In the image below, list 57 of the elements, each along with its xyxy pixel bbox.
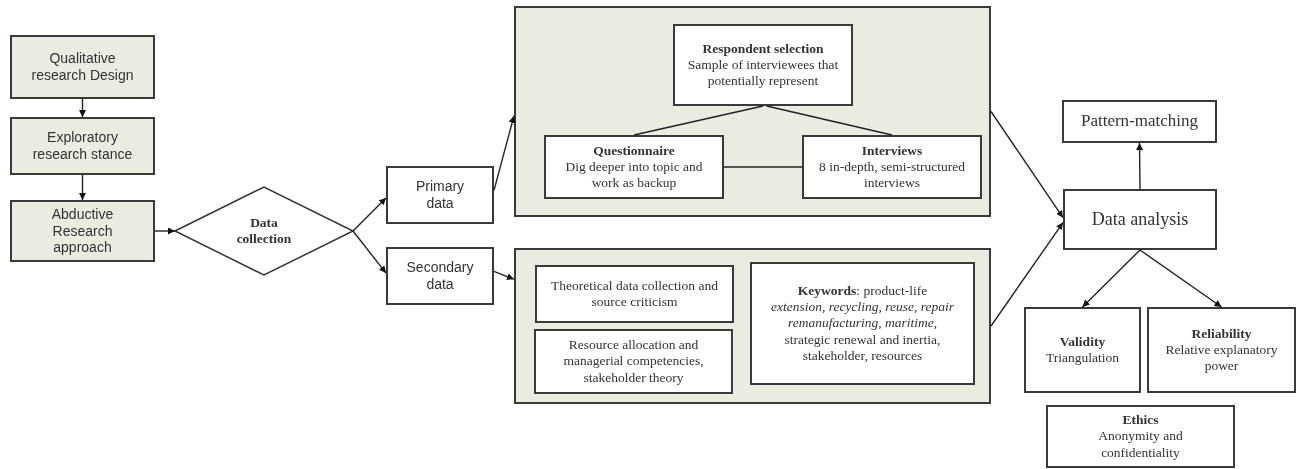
process-box: [1046, 405, 1235, 468]
node-heading: Interviews: [860, 142, 924, 159]
process-box: [1147, 307, 1296, 393]
node-text: Sample of interviewees that potentially represent: [686, 56, 840, 90]
node-text: Data collection: [235, 214, 293, 248]
arrow: [1139, 249, 1223, 308]
node-heading: Respondent selection: [701, 40, 825, 57]
process-box: [10, 200, 155, 262]
panel-box: [514, 6, 991, 217]
node-text: Anonymity and confidentiality: [1097, 428, 1184, 461]
node-text: Dig deeper into topic and work as backup: [564, 158, 704, 192]
process-box: [1024, 307, 1141, 393]
process-box: [386, 247, 494, 305]
node-text: Exploratory research stance: [31, 129, 134, 163]
connector-line: [723, 166, 803, 168]
process-box: [544, 135, 724, 199]
process-box: [534, 329, 733, 394]
process-box: [10, 35, 155, 99]
process-box: [10, 117, 155, 175]
arrow: [352, 197, 387, 232]
node-text: Abductive Research approach: [50, 205, 115, 257]
arrow: [493, 270, 515, 280]
node-text: Qualitative research Design: [30, 50, 135, 84]
node-text: Primary data: [414, 178, 466, 212]
process-box: [750, 262, 975, 385]
connector-line: [633, 105, 764, 136]
node-text: Secondary data: [405, 259, 475, 293]
node-text: Theoretical data collection and source criticism: [550, 277, 719, 311]
node-heading: Validity: [1058, 333, 1107, 350]
node-text: Resource allocation and managerial competencies, stakeholder theory: [562, 337, 705, 386]
node-text: 8 in-depth, semi-structured interviews: [818, 158, 966, 192]
arrow: [154, 227, 176, 235]
arrow: [352, 230, 387, 274]
process-box: [535, 265, 734, 323]
process-box: [1063, 189, 1217, 250]
process-box: [1062, 100, 1217, 143]
panel-box: [514, 248, 991, 404]
node-heading: Reliability: [1190, 325, 1253, 342]
decision-diamond: [175, 187, 353, 275]
arrow: [493, 115, 516, 192]
node-text: Triangulation: [1045, 350, 1120, 367]
arrow: [1136, 142, 1144, 190]
node-text: Keywords: product-life extension, recycling, reuse, repair remanufacturing, maritime, strategic renewal and inertia, stakeholder, resources: [770, 283, 955, 364]
node-heading: Questionnaire: [592, 142, 676, 159]
node-text: Data analysis: [1090, 208, 1190, 231]
node-heading: Ethics: [1121, 412, 1160, 429]
arrow: [990, 110, 1064, 219]
process-box: [802, 135, 982, 199]
arrow: [1081, 249, 1141, 308]
node-text: Relative explanatory power: [1164, 341, 1279, 375]
arrow: [79, 98, 86, 118]
arrow: [79, 174, 86, 201]
arrow: [990, 221, 1064, 327]
connector-line: [765, 105, 893, 136]
node-text: Pattern-matching: [1079, 111, 1200, 132]
process-box: [673, 24, 853, 106]
process-box: [386, 166, 494, 224]
